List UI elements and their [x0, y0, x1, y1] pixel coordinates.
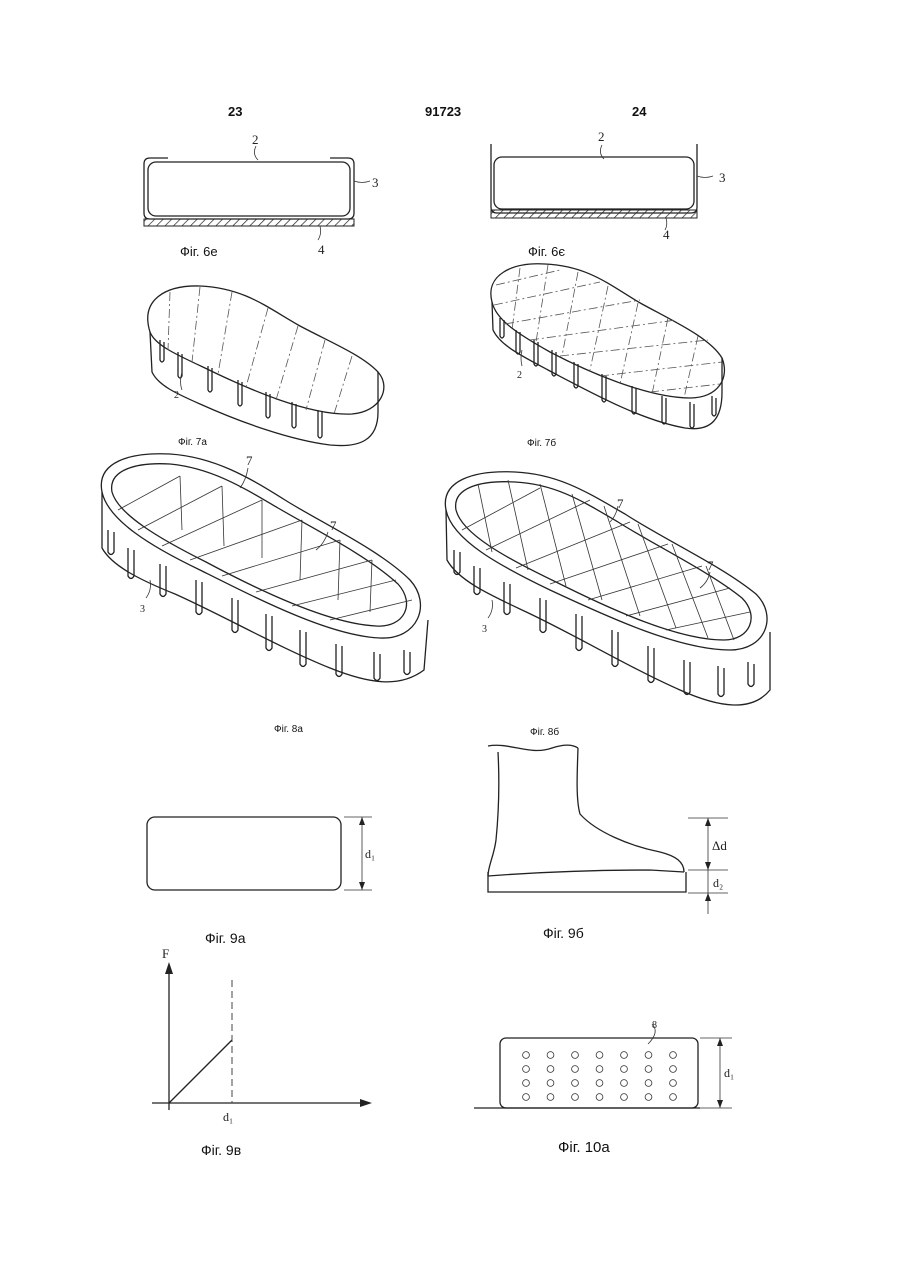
figure-7b-drawing: 2	[491, 264, 725, 429]
perforation-hole	[621, 1066, 628, 1073]
perforation-hole	[572, 1094, 579, 1101]
fig9b-label-delta-d: Δd	[712, 838, 727, 853]
perforation-hole	[572, 1052, 579, 1059]
fig8a-label-3: 3	[140, 604, 145, 615]
perforation-hole	[547, 1052, 554, 1059]
perforation-hole	[670, 1052, 677, 1059]
figure-10a-drawing: 8 d₁	[474, 1020, 734, 1108]
caption-fig-6ye: Фіг. 6є	[528, 244, 565, 259]
fig8a-label-7b: 7	[330, 518, 337, 533]
perforation-hole	[547, 1066, 554, 1073]
perforation-hole	[523, 1080, 530, 1087]
caption-fig-7b: Фіг. 7б	[527, 438, 556, 449]
fig7a-label-2: 2	[174, 390, 179, 401]
fig10a-label-d1: d₁	[724, 1066, 734, 1080]
perforation-hole	[621, 1080, 628, 1087]
caption-fig-7a: Фіг. 7а	[178, 437, 207, 448]
figure-6e-drawing: 2 3 4	[144, 132, 379, 257]
fig6e-label-3: 3	[372, 175, 379, 190]
fig8b-label-3: 3	[482, 624, 487, 635]
caption-fig-9v: Фіг. 9в	[201, 1142, 241, 1158]
caption-fig-8b: Фіг. 8б	[530, 727, 559, 738]
figure-9b-drawing: Δd d₂	[488, 745, 728, 914]
perforation-hole	[523, 1052, 530, 1059]
perforation-hole	[523, 1094, 530, 1101]
perforation-hole	[645, 1094, 652, 1101]
perforation-hole	[670, 1094, 677, 1101]
fig8b-label-7b: 7	[707, 558, 714, 573]
perforation-hole	[523, 1066, 530, 1073]
perforation-hole	[670, 1080, 677, 1087]
perforation-hole	[547, 1080, 554, 1087]
perforation-hole	[572, 1066, 579, 1073]
fig6ye-label-2: 2	[598, 129, 605, 144]
fig8b-label-7a: 7	[617, 496, 624, 511]
fig9v-label-F: F	[162, 946, 169, 961]
fig6ye-label-4: 4	[663, 227, 670, 242]
fig6ye-label-3: 3	[719, 170, 726, 185]
perforation-hole	[596, 1080, 603, 1087]
figure-9v-drawing: F d₁	[152, 946, 372, 1124]
perforation-hole	[621, 1052, 628, 1059]
perforation-hole	[645, 1066, 652, 1073]
figure-8b-drawing: 7 7 3	[445, 472, 770, 705]
figure-9a-drawing: d₁	[147, 817, 375, 890]
fig6e-label-4: 4	[318, 242, 325, 257]
perforation-hole	[670, 1066, 677, 1073]
caption-fig-8a: Фіг. 8а	[274, 724, 303, 735]
perforation-hole	[596, 1094, 603, 1101]
perforation-hole	[596, 1066, 603, 1073]
caption-fig-10a: Фіг. 10а	[558, 1139, 610, 1156]
figure-7a-drawing: 2	[148, 286, 384, 446]
figure-8a-drawing: 7 7 3	[101, 453, 428, 682]
fig9v-label-d1: d₁	[223, 1110, 233, 1124]
caption-fig-6e: Фіг. 6е	[180, 244, 218, 259]
caption-fig-9a: Фіг. 9а	[205, 930, 246, 946]
perforation-hole	[572, 1080, 579, 1087]
fig6e-label-2: 2	[252, 132, 259, 147]
caption-fig-9b: Фіг. 9б	[543, 925, 584, 941]
perforation-hole	[621, 1094, 628, 1101]
figure-6ye-drawing: 2 3 4	[491, 129, 726, 242]
perforation-hole	[596, 1052, 603, 1059]
fig9a-label-d1: d₁	[365, 847, 375, 861]
fig8a-label-7a: 7	[246, 453, 253, 468]
fig9b-label-d2: d₂	[713, 876, 723, 890]
perforation-hole	[645, 1080, 652, 1087]
perforation-hole	[645, 1052, 652, 1059]
fig10a-label-8: 8	[652, 1020, 657, 1031]
perforation-holes	[523, 1052, 677, 1101]
perforation-hole	[547, 1094, 554, 1101]
fig7b-label-2: 2	[517, 370, 522, 381]
